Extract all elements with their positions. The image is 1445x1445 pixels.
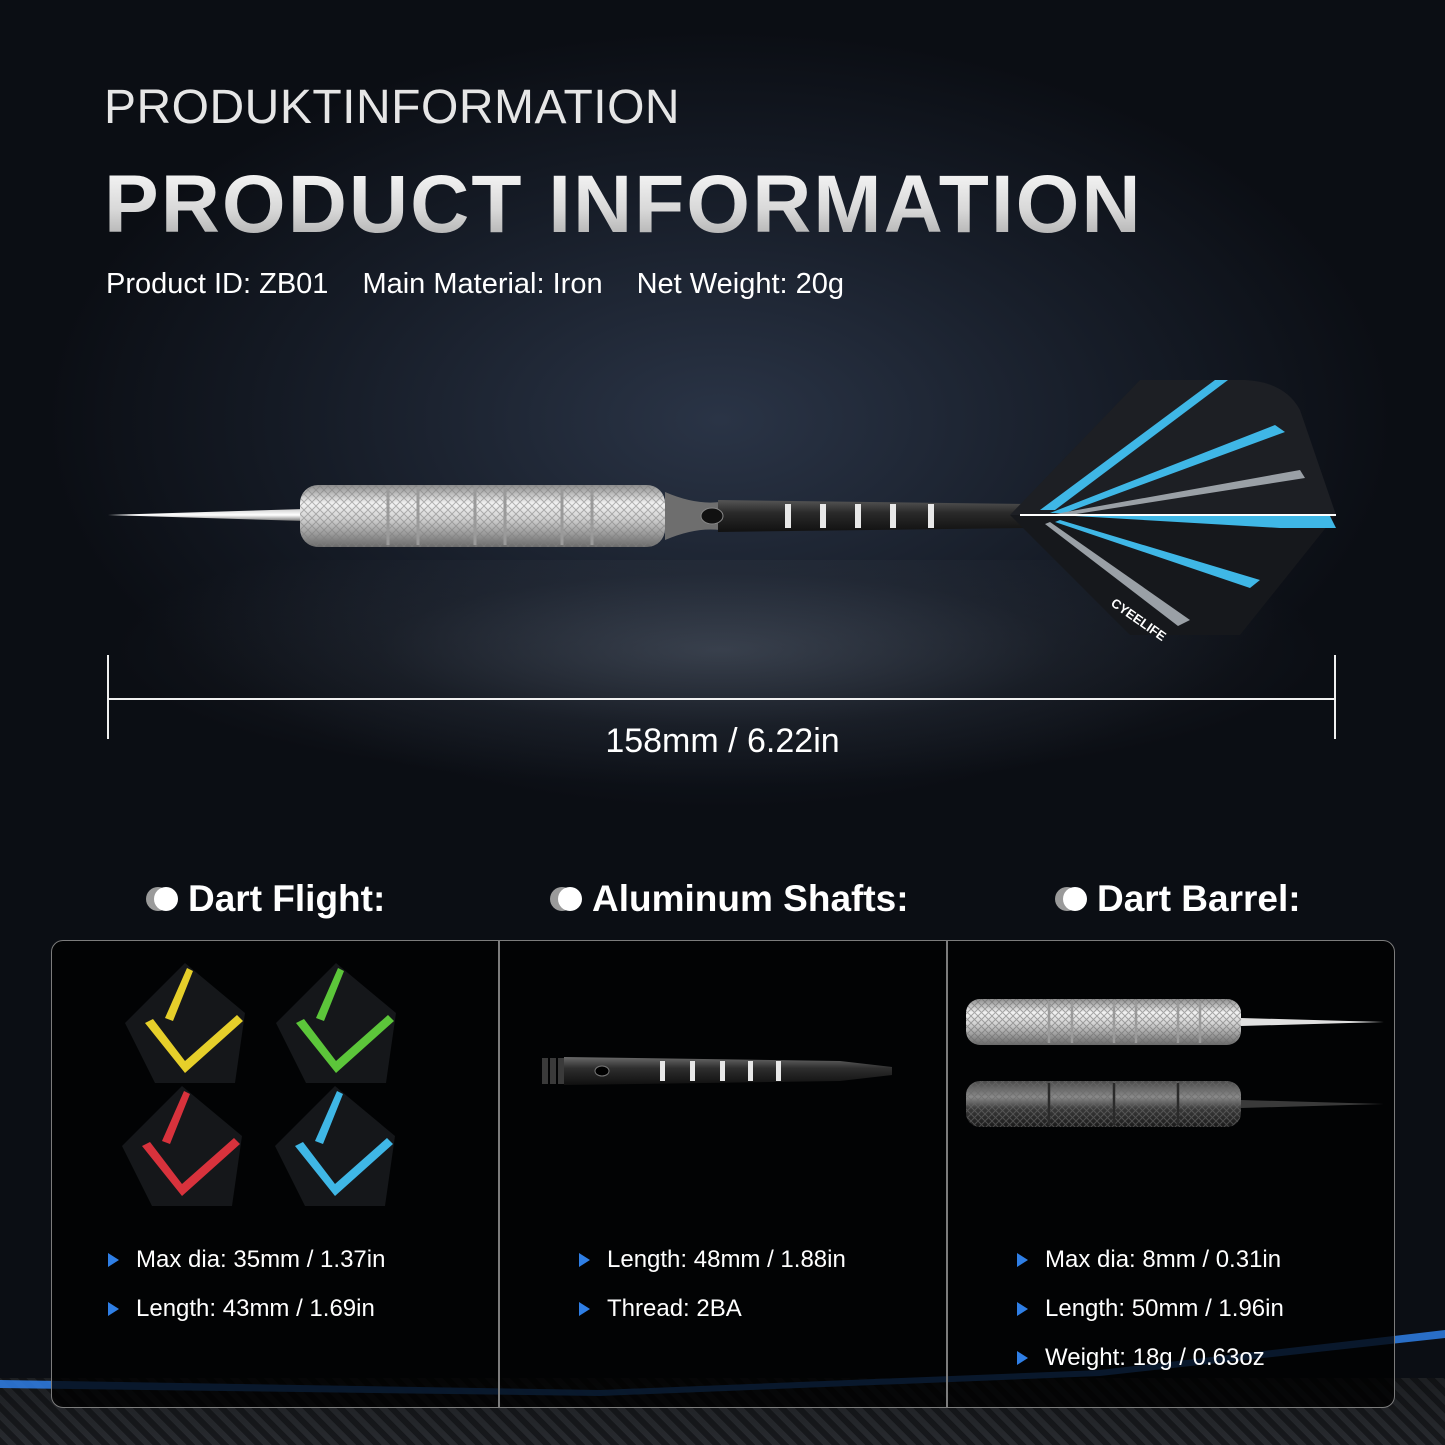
- dimension-line: [108, 698, 1335, 700]
- page-title: PRODUCT INFORMATION: [104, 159, 1143, 250]
- flight-spec-list: Max dia: 35mm / 1.37in Length: 43mm / 1.…: [108, 1235, 385, 1333]
- spec-main-material: Main Material: Iron: [362, 268, 603, 300]
- section-title-text: Aluminum Shafts:: [592, 878, 909, 919]
- list-item: Length: 43mm / 1.69in: [108, 1284, 385, 1333]
- list-item: Weight: 18g / 0.63oz: [1017, 1333, 1284, 1382]
- section-title-text: Dart Barrel:: [1097, 878, 1301, 919]
- list-item: Length: 48mm / 1.88in: [579, 1235, 846, 1284]
- barrel-silver: [966, 999, 1384, 1045]
- flight-yellow: [125, 963, 245, 1083]
- dimension-tick-left: [107, 655, 109, 739]
- triangle-bullet-icon: [579, 1252, 590, 1267]
- bullet-dots-icon: [146, 886, 180, 912]
- triangle-bullet-icon: [108, 1301, 119, 1316]
- bullet-dots-icon: [1055, 886, 1089, 912]
- spec-net-weight: Net Weight: 20g: [636, 268, 845, 300]
- section-title-barrel: Dart Barrel:: [1055, 878, 1301, 920]
- shaft-image: [542, 1057, 892, 1085]
- triangle-bullet-icon: [1017, 1252, 1028, 1267]
- list-item: Length: 50mm / 1.96in: [1017, 1284, 1284, 1333]
- section-title-shafts: Aluminum Shafts:: [550, 878, 909, 920]
- details-panel: Max dia: 35mm / 1.37in Length: 43mm / 1.…: [51, 940, 1395, 1408]
- panel-divider: [946, 941, 948, 1407]
- barrels-image: [966, 999, 1384, 1127]
- barrel-spec-list: Max dia: 8mm / 0.31in Length: 50mm / 1.9…: [1017, 1235, 1284, 1382]
- triangle-bullet-icon: [108, 1252, 119, 1267]
- flight-green: [276, 963, 396, 1083]
- flight-red: [122, 1086, 242, 1206]
- dart-hero-image: CYEELIFE: [108, 380, 1336, 644]
- bullet-dots-icon: [550, 886, 584, 912]
- barrel-black: [966, 1081, 1384, 1127]
- list-item: Max dia: 8mm / 0.31in: [1017, 1235, 1284, 1284]
- spec-row: Product ID: ZB01 Main Material: Iron Net…: [106, 268, 844, 301]
- dimension-label: 158mm / 6.22in: [605, 722, 840, 760]
- page-subtitle: PRODUKTINFORMATION: [104, 81, 681, 134]
- spec-product-id: Product ID: ZB01: [106, 268, 329, 300]
- shaft-spec-list: Length: 48mm / 1.88in Thread: 2BA: [579, 1235, 846, 1333]
- list-item: Thread: 2BA: [579, 1284, 846, 1333]
- triangle-bullet-icon: [1017, 1301, 1028, 1316]
- list-item: Max dia: 35mm / 1.37in: [108, 1235, 385, 1284]
- panel-divider: [498, 941, 500, 1407]
- section-title-text: Dart Flight:: [188, 878, 386, 919]
- section-title-flight: Dart Flight:: [146, 878, 385, 920]
- triangle-bullet-icon: [579, 1301, 590, 1316]
- flights-image: [122, 963, 396, 1206]
- dimension-tick-right: [1334, 655, 1336, 739]
- triangle-bullet-icon: [1017, 1350, 1028, 1365]
- flight-blue: [275, 1086, 395, 1206]
